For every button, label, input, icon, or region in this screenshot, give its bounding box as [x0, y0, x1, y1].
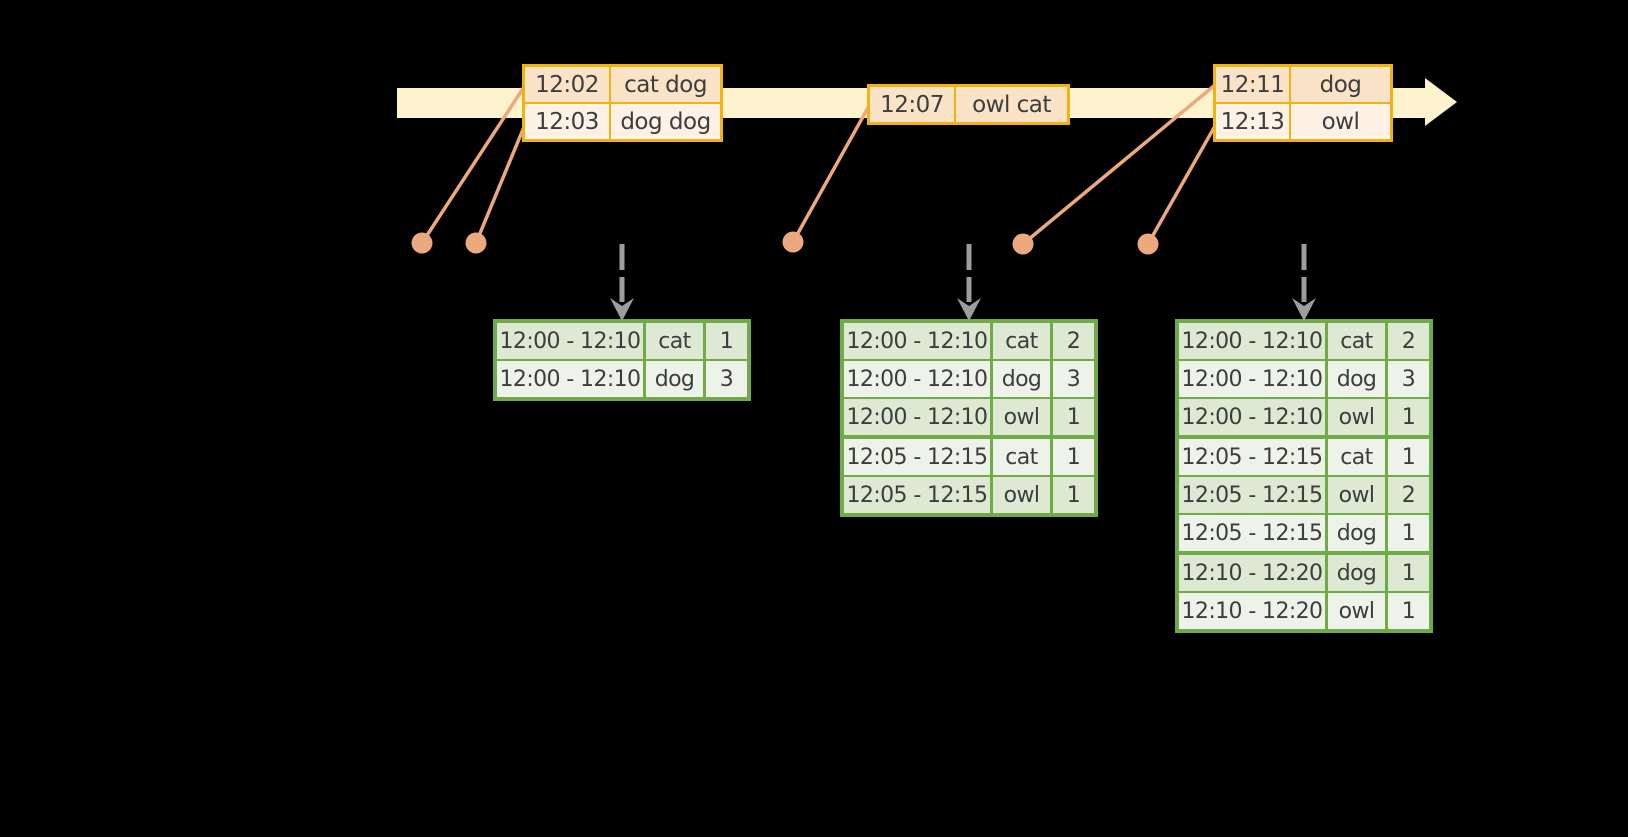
count-cell: 2: [1388, 477, 1429, 513]
count-cell: 2: [1388, 323, 1429, 359]
window-cell: 12:00 - 12:10: [1179, 361, 1325, 397]
event-words-cell: dog dog: [611, 104, 720, 139]
word-cell: owl: [1328, 399, 1385, 435]
window-cell: 12:05 - 12:15: [844, 439, 990, 475]
event-time-cell: 12:13: [1216, 104, 1289, 139]
word-cell: cat: [1328, 323, 1385, 359]
word-cell: owl: [993, 477, 1050, 513]
count-cell: 1: [1388, 439, 1429, 475]
window-cell: 12:10 - 12:20: [1179, 555, 1325, 591]
word-cell: dog: [646, 361, 703, 397]
word-cell: dog: [1328, 361, 1385, 397]
event-time-cell: 12:11: [1216, 67, 1289, 102]
event-connector-line: [791, 105, 871, 243]
window-cell: 12:00 - 12:10: [1179, 323, 1325, 359]
word-cell: cat: [993, 323, 1050, 359]
word-cell: owl: [1328, 593, 1385, 629]
window-cell: 12:05 - 12:15: [1179, 515, 1325, 551]
event-dot-icon: [1137, 233, 1159, 255]
window-cell: 12:00 - 12:10: [844, 399, 990, 435]
count-cell: 1: [1388, 593, 1429, 629]
window-cell: 12:00 - 12:10: [1179, 399, 1325, 435]
word-cell: cat: [993, 439, 1050, 475]
word-cell: dog: [1328, 515, 1385, 551]
word-cell: owl: [993, 399, 1050, 435]
window-cell: 12:00 - 12:10: [497, 323, 643, 359]
trigger-arrow-icon: [1292, 244, 1316, 321]
window-cell: 12:05 - 12:15: [1179, 439, 1325, 475]
count-cell: 1: [1053, 439, 1094, 475]
event-words-cell: owl cat: [956, 87, 1067, 122]
event-dot-icon: [1012, 233, 1034, 255]
word-cell: dog: [1328, 555, 1385, 591]
window-cell: 12:00 - 12:10: [844, 323, 990, 359]
word-cell: owl: [1328, 477, 1385, 513]
event-words-cell: dog: [1291, 67, 1390, 102]
event-connector-line: [1146, 125, 1217, 245]
event-connector-line: [420, 86, 526, 244]
event-words-cell: owl: [1291, 104, 1390, 139]
window-cell: 12:05 - 12:15: [1179, 477, 1325, 513]
trigger-arrow-icon: [957, 244, 981, 321]
event-dot-icon: [411, 232, 433, 254]
window-cell: 12:00 - 12:10: [844, 361, 990, 397]
word-cell: cat: [1328, 439, 1385, 475]
count-cell: 1: [1388, 399, 1429, 435]
count-cell: 3: [1053, 361, 1094, 397]
event-connector-line: [474, 126, 526, 244]
window-cell: 12:00 - 12:10: [497, 361, 643, 397]
word-cell: dog: [993, 361, 1050, 397]
count-cell: 1: [1388, 515, 1429, 551]
count-cell: 1: [1053, 477, 1094, 513]
event-time-cell: 12:07: [870, 87, 954, 122]
window-cell: 12:10 - 12:20: [1179, 593, 1325, 629]
event-dot-icon: [465, 232, 487, 254]
count-cell: 3: [1388, 361, 1429, 397]
count-cell: 1: [1053, 399, 1094, 435]
count-cell: 2: [1053, 323, 1094, 359]
count-cell: 1: [1388, 555, 1429, 591]
event-dot-icon: [782, 231, 804, 253]
word-cell: cat: [646, 323, 703, 359]
trigger-arrow-icon: [610, 244, 634, 321]
window-cell: 12:05 - 12:15: [844, 477, 990, 513]
count-cell: 1: [706, 323, 747, 359]
count-cell: 3: [706, 361, 747, 397]
event-time-cell: 12:03: [525, 104, 609, 139]
event-time-cell: 12:02: [525, 67, 609, 102]
event-words-cell: cat dog: [611, 67, 720, 102]
